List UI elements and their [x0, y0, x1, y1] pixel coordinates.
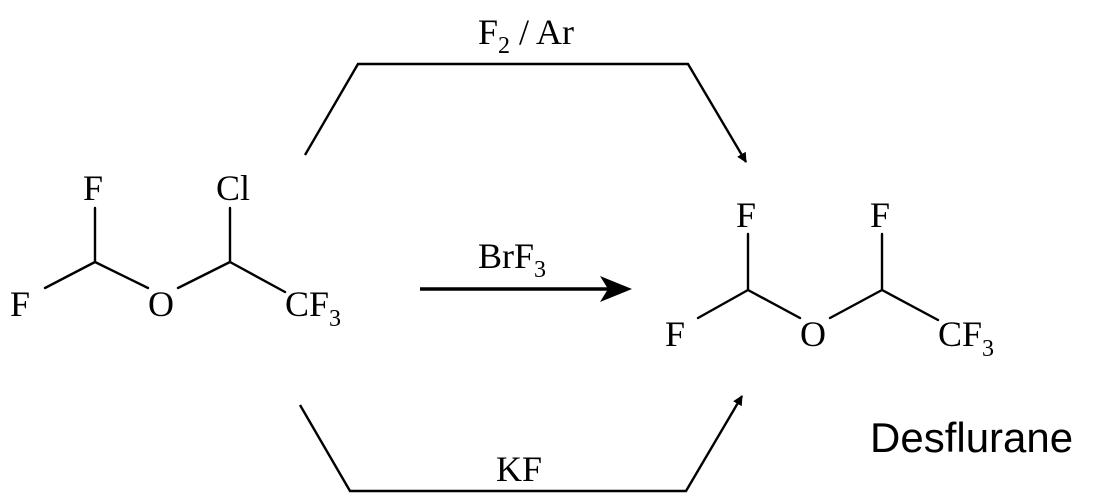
reagent-middle-label: BrF3 [478, 236, 546, 283]
route-top: F2 / Ar [303, 12, 748, 163]
product-bond-o-ch [828, 288, 884, 320]
product-atom-f-top-left: F [736, 195, 756, 235]
route-middle-arrowhead [600, 276, 632, 302]
route-middle: BrF3 [420, 236, 632, 302]
reactant-bond-o-ch [176, 260, 232, 290]
product-bond-ch-cf3 [880, 288, 940, 322]
reactant-atom-f-top: F [83, 168, 103, 208]
reagent-top-label: F2 / Ar [478, 12, 574, 59]
reactant-bond-ch-o [93, 260, 150, 290]
product-group-cf3: CF3 [938, 314, 994, 362]
route-top-arrow [303, 62, 748, 163]
product-bond-ch-f-left [696, 288, 750, 320]
reactant-atom-f-left: F [10, 284, 30, 324]
reactant-molecule: F Cl F O CF3 [10, 168, 341, 332]
reagent-bottom-label: KF [496, 449, 542, 489]
product-atom-o: O [800, 314, 826, 354]
product-atom-f-top-right: F [870, 195, 890, 235]
product-name: Desflurane [870, 414, 1073, 461]
product-molecule: F F F O CF3 Desflurane [665, 195, 1073, 461]
reactant-group-cf3: CF3 [285, 284, 341, 332]
route-bottom-arrow [298, 395, 744, 493]
reactant-atom-o: O [148, 284, 174, 324]
route-bottom: KF [298, 395, 744, 493]
reactant-atom-cl: Cl [216, 168, 250, 208]
reactant-bond-ch-cf3 [228, 260, 287, 294]
product-atom-f-left: F [665, 314, 685, 354]
reactant-bond-ch-f-left [43, 260, 97, 290]
product-bond-ch-o [746, 288, 802, 320]
